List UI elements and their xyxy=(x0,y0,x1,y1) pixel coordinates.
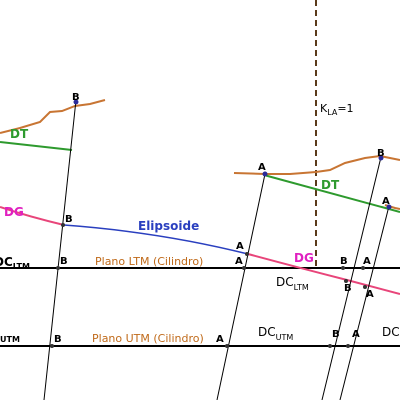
terrain-left xyxy=(0,99,106,134)
vertical-b-right xyxy=(321,156,382,400)
point-b-top-right: B xyxy=(377,148,385,159)
point-b-ltm-left: B xyxy=(60,256,68,267)
point-a-utm-mid: A xyxy=(216,334,224,345)
dg-curve-left xyxy=(0,206,65,226)
point-b-utm-left: B xyxy=(54,334,62,345)
point-b-ltm-right: B xyxy=(340,256,348,267)
point-b-utm-right: B xyxy=(332,329,340,340)
point-a-top-right: A xyxy=(382,196,390,207)
point-a-utm-right: A xyxy=(352,329,360,340)
vertical-a-mid xyxy=(216,173,266,400)
vertical-a-right xyxy=(339,205,390,400)
point-a-ellipsoid-mid: A xyxy=(236,241,244,252)
dc-ltm-label-mid: DCLTM xyxy=(276,275,309,292)
point-b-ellipsoid-left: B xyxy=(65,214,73,225)
kla-label: KLA=1 xyxy=(320,102,354,117)
dc-utm-label-right: DC xyxy=(382,325,400,339)
dg-label-left: DG xyxy=(4,205,24,219)
dc-utm-label-left: UTM xyxy=(0,335,20,344)
dg-label-right: DG xyxy=(294,251,314,265)
terrain-right xyxy=(233,154,400,175)
dc-ltm-label-left: DCLTM xyxy=(0,255,30,271)
ellipsoid-label: Elipsoide xyxy=(138,219,199,233)
point-b-dg-right: B xyxy=(344,283,352,294)
point-a-ltm-right: A xyxy=(363,256,371,267)
dc-utm-label-mid: DCUTM xyxy=(258,325,293,342)
dt-line-right xyxy=(263,174,400,213)
point-a-ltm-mid: A xyxy=(235,256,243,267)
dg-curve-right xyxy=(247,253,400,295)
plano-ltm-label: Plano LTM (Cilindro) xyxy=(95,255,203,268)
dt-label-right: DT xyxy=(321,178,340,192)
ellipsoid-curve xyxy=(63,224,249,255)
point-a-dg-right: A xyxy=(366,289,374,300)
point-b-top-left: B xyxy=(72,92,80,103)
dt-line-left xyxy=(0,141,73,151)
plano-utm-label: Plano UTM (Cilindro) xyxy=(92,332,204,345)
vertical-b-left xyxy=(43,99,77,400)
point-a-top-mid: A xyxy=(258,162,266,173)
dt-label-left: DT xyxy=(10,127,29,141)
point-markers xyxy=(50,99,392,348)
